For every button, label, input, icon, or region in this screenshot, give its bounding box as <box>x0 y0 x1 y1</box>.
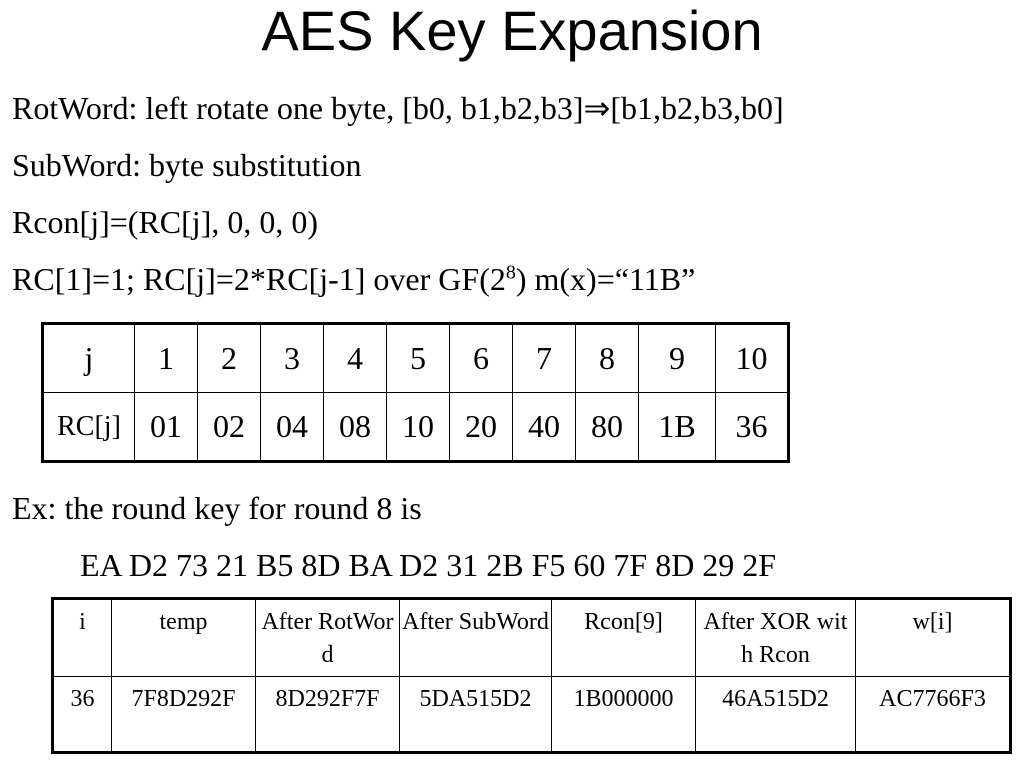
rc-table-cell: 2 <box>197 323 261 393</box>
key-table-cell: 7F8D292F <box>111 676 256 753</box>
rc-table-row-j: j 1 2 3 4 5 6 7 8 9 10 <box>42 323 789 393</box>
rc-table-cell: 9 <box>638 323 716 393</box>
key-table-cell: AC7766F3 <box>855 676 1011 753</box>
rc-table-cell: 80 <box>575 392 639 462</box>
key-table-cell: 46A515D2 <box>695 676 856 753</box>
key-table-cell: 1B000000 <box>551 676 696 753</box>
rc-table-cell: 3 <box>260 323 324 393</box>
rc-table-cell: 20 <box>449 392 513 462</box>
key-table-cell: 5DA515D2 <box>399 676 552 753</box>
rc-table-cell: 02 <box>197 392 261 462</box>
key-table-header: Rcon[9] <box>551 598 696 677</box>
example-intro: Ex: the round key for round 8 is <box>12 490 422 526</box>
key-table-header: i <box>52 598 112 677</box>
rc-table-cell: 10 <box>386 392 450 462</box>
rc-table-row-rc: RC[j] 01 02 04 08 10 20 40 80 1B 36 <box>42 392 789 462</box>
rc-table-cell: 10 <box>715 323 789 393</box>
key-table-header: After RotWord <box>255 598 400 677</box>
key-table-cell: 8D292F7F <box>255 676 400 753</box>
key-table-header: After XOR with Rcon <box>695 598 856 677</box>
rc-table-cell: 1B <box>638 392 716 462</box>
rc-table-cell: 40 <box>512 392 576 462</box>
rc-definition-prefix: RC[1]=1; RC[j]=2*RC[j-1] over GF(2 <box>12 261 506 297</box>
slide-title: AES Key Expansion <box>261 0 763 62</box>
rotword-definition: RotWord: left rotate one byte, [b0, b1,b… <box>12 90 784 126</box>
rc-definition-suffix: ) m(x)=“11B” <box>515 261 696 297</box>
key-expansion-table: i temp After RotWord After SubWord Rcon[… <box>51 597 1012 754</box>
key-table-header: After SubWord <box>399 598 552 677</box>
key-table-cell: 36 <box>52 676 112 753</box>
rc-table-cell: 01 <box>134 392 198 462</box>
key-table-header-row: i temp After RotWord After SubWord Rcon[… <box>52 598 1011 677</box>
rc-table-cell: 04 <box>260 392 324 462</box>
rc-table: j 1 2 3 4 5 6 7 8 9 10 RC[j] 01 02 04 08… <box>41 322 790 463</box>
subword-definition: SubWord: byte substitution <box>12 147 362 183</box>
rc-table-cell: 4 <box>323 323 387 393</box>
key-table-header: temp <box>111 598 256 677</box>
rc-table-cell: 5 <box>386 323 450 393</box>
rc-table-cell: 36 <box>715 392 789 462</box>
rc-definition-exponent: 8 <box>505 261 516 284</box>
rc-table-cell: 6 <box>449 323 513 393</box>
rcon-definition: Rcon[j]=(RC[j], 0, 0, 0) <box>12 204 318 240</box>
rc-table-header-j: j <box>42 323 135 393</box>
key-table-header: w[i] <box>855 598 1011 677</box>
rc-table-header-rc: RC[j] <box>42 392 135 462</box>
rc-table-cell: 8 <box>575 323 639 393</box>
rc-table-cell: 7 <box>512 323 576 393</box>
rc-table-cell: 08 <box>323 392 387 462</box>
rc-definition: RC[1]=1; RC[j]=2*RC[j-1] over GF(28) m(x… <box>12 259 695 299</box>
rc-table-cell: 1 <box>134 323 198 393</box>
example-round-key: EA D2 73 21 B5 8D BA D2 31 2B F5 60 7F 8… <box>80 547 777 583</box>
key-table-data-row: 36 7F8D292F 8D292F7F 5DA515D2 1B000000 4… <box>52 676 1011 753</box>
